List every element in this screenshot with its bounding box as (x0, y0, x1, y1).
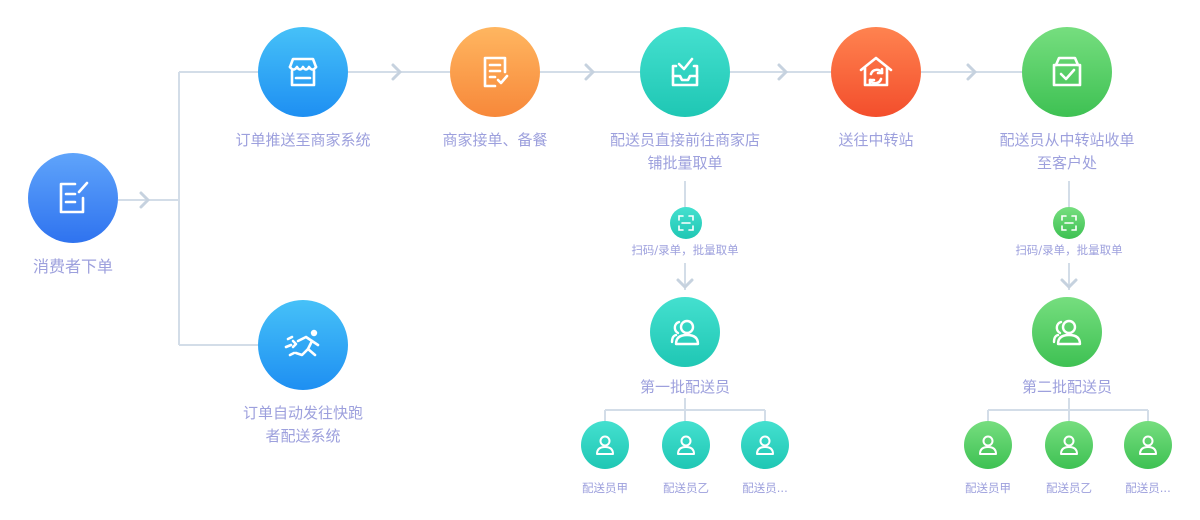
runner-system-node (258, 300, 348, 390)
scan-icon (1061, 215, 1077, 231)
scan-step-node-1 (670, 207, 702, 239)
user-icon (677, 435, 695, 455)
second-batch-label: 第二批配送员 (1021, 378, 1112, 396)
scan-icon (678, 215, 694, 231)
arrow-down-icon (676, 278, 694, 289)
edit-order-icon (59, 181, 89, 214)
final-delivery-node (1022, 27, 1112, 117)
courier-name: 配送员乙 (663, 481, 709, 495)
courier-pickup-label: 配送员直接前往商家店 铺批量取单 (609, 131, 760, 172)
user-icon (1139, 435, 1157, 455)
start-node (28, 153, 118, 243)
transfer-station-label: 送往中转站 (838, 131, 914, 149)
arrow-down-icon (1060, 278, 1078, 289)
scan-step-label-1: 扫码/录单，批量取单 (631, 243, 739, 257)
courier-name: 配送员... (742, 481, 788, 495)
arrow-right-icon (391, 63, 402, 81)
courier-name: 配送员... (1125, 481, 1171, 495)
courier-avatar (581, 421, 629, 469)
second-batch-group-node (1032, 297, 1102, 367)
arrow-right-icon (584, 63, 595, 81)
arrow-right-icon (966, 63, 977, 81)
courier-name: 配送员甲 (582, 481, 628, 495)
store-icon (288, 57, 318, 87)
courier-name: 配送员乙 (1046, 481, 1092, 495)
courier-pickup-node (640, 27, 730, 117)
runner-icon (284, 329, 320, 357)
courier-avatar (662, 421, 710, 469)
merchant-accept-label: 商家接单、备餐 (442, 131, 548, 149)
group-users-icon (1052, 319, 1082, 346)
final-delivery-label: 配送员从中转站收单 至客户处 (999, 131, 1135, 172)
inbox-check-icon (671, 57, 699, 87)
courier-avatar (964, 421, 1012, 469)
document-check-icon (483, 56, 509, 88)
user-icon (1060, 435, 1078, 455)
merchant-accept-node (450, 27, 540, 117)
scan-step-label-2: 扫码/录单，批量取单 (1015, 243, 1123, 257)
scan-step-node-2 (1053, 207, 1085, 239)
user-icon (979, 435, 997, 455)
courier-avatar (741, 421, 789, 469)
group-users-icon (670, 319, 700, 346)
arrow-right-icon (777, 63, 788, 81)
user-icon (756, 435, 774, 455)
start-label: 消费者下单 (32, 257, 113, 276)
transfer-station-node (831, 27, 921, 117)
courier-name: 配送员甲 (965, 481, 1011, 495)
order-push-label: 订单推送至商家系统 (235, 131, 371, 149)
first-batch-label: 第一批配送员 (639, 378, 730, 396)
house-transfer-icon (859, 56, 893, 87)
first-batch-group-node (650, 297, 720, 367)
courier-avatar (1124, 421, 1172, 469)
arrow-right-icon (139, 191, 150, 209)
runner-system-label: 订单自动发往快跑 者配送系统 (242, 404, 363, 445)
courier-avatar (1045, 421, 1093, 469)
order-push-node (258, 27, 348, 117)
box-check-icon (1052, 56, 1082, 87)
user-icon (596, 435, 614, 455)
